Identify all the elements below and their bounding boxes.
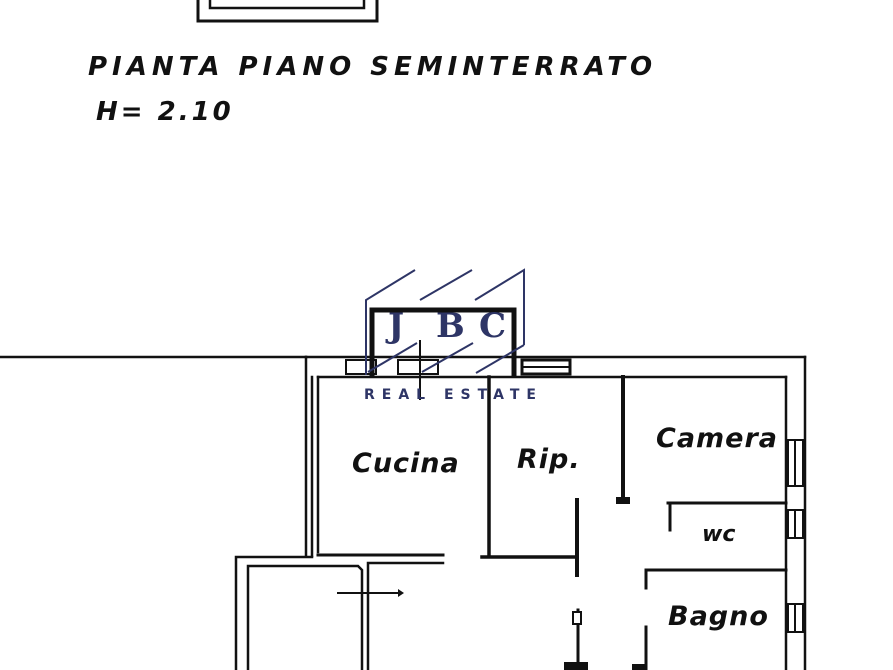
watermark-subtitle: REAL ESTATE [364, 387, 543, 403]
room-label-cucina: Cucina [352, 448, 460, 479]
room-label-ripostiglio: Rip. [517, 444, 581, 475]
room-label-camera: Camera [656, 423, 778, 454]
room-label-wc: wc [702, 522, 735, 547]
watermark-letter-j: J [385, 306, 404, 346]
ceiling-height-label: H= 2.10 [96, 97, 234, 127]
interior-walls [234, 375, 788, 670]
watermark-letter-b: B [436, 306, 465, 346]
exterior-walls [0, 355, 807, 670]
top-partial-plan [196, 0, 379, 23]
plan-title: PIANTA PIANO SEMINTERRATO [88, 52, 657, 82]
watermark-letter-c: C [479, 306, 506, 346]
room-label-bagno: Bagno [668, 601, 769, 632]
top-windows [345, 358, 572, 376]
jbc-watermark-logo: J B C REAL ESTATE [364, 268, 543, 403]
right-windows [787, 439, 804, 633]
